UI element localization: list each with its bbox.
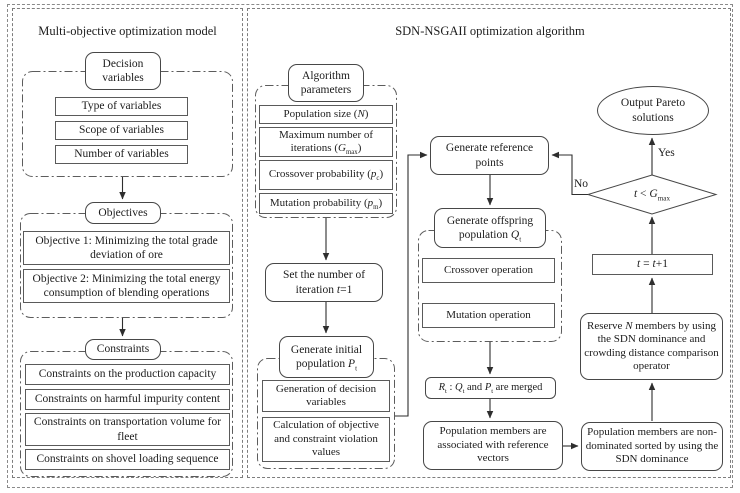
initial-group-item: Generation of decision variables — [262, 380, 390, 412]
associate-reference-vectors-box: Population members are associated with r… — [423, 421, 563, 470]
left-panel-title: Multi-objective optimization model — [38, 24, 217, 38]
crossover-probability-box: Crossover probability (pc) — [259, 160, 393, 190]
max-iterations-box: Maximum number of iterations (Gmax) — [259, 127, 393, 157]
generate-offspring-header: Generate offspring population Qt — [434, 208, 546, 248]
constraint-item: Constraints on harmful impurity content — [25, 389, 230, 410]
connector-diamond-to-reference-no — [551, 151, 588, 196]
objectives-header: Objectives — [85, 202, 161, 224]
outer-border — [7, 4, 733, 488]
non-dominated-sort-box: Population members are non-dominated sor… — [581, 422, 723, 471]
set-iteration-box: Set the number of iteration t=1 — [265, 263, 383, 302]
decision-item: Scope of variables — [55, 121, 188, 140]
generate-initial-population-header: Generate initial population Pt — [279, 336, 374, 378]
right-panel-title: SDN-NSGAII optimization algorithm — [395, 24, 585, 38]
left-panel-border — [12, 8, 243, 478]
objective-item: Objective 2: Minimizing the total energy… — [23, 269, 230, 303]
objective-item: Objective 1: Minimizing the total grade … — [23, 231, 230, 265]
offspring-group-border — [418, 230, 562, 342]
initial-group-item: Calculation of objective and constraint … — [262, 417, 390, 462]
initial-group-border — [257, 358, 395, 469]
condition-diamond — [586, 174, 718, 215]
increment-iteration-box: t = t+1 — [592, 254, 713, 275]
population-size-box: Population size (N) — [259, 105, 393, 124]
output-pareto-terminator: Output Pareto solutions — [597, 86, 709, 135]
decision-item: Number of variables — [55, 145, 188, 164]
algorithm-parameters-header: Algorithm parameters — [288, 64, 364, 102]
decision-variables-header: Decision variables — [85, 52, 161, 90]
constraint-item: Constraints on transportation volume for… — [25, 413, 230, 446]
yes-branch-label: Yes — [658, 147, 675, 159]
offspring-group-item: Crossover operation — [422, 258, 555, 283]
condition-label: t < Gmax — [633, 188, 671, 203]
right-panel-border — [247, 8, 731, 478]
offspring-group-item: Mutation operation — [422, 303, 555, 328]
constraints-header: Constraints — [85, 339, 161, 360]
constraint-item: Constraints on shovel loading sequence — [25, 449, 230, 470]
decision-group-border — [22, 71, 233, 177]
connector-initial-to-reference — [395, 151, 428, 417]
decision-item: Type of variables — [55, 97, 188, 116]
constraint-item: Constraints on the production capacity — [25, 364, 230, 385]
generate-reference-points-box: Generate reference points — [430, 136, 549, 175]
no-branch-label: No — [574, 178, 589, 190]
reserve-members-box: Reserve N members by using the SDN domin… — [580, 313, 723, 380]
mutation-probability-box: Mutation probability (pm) — [259, 193, 393, 214]
merge-populations-box: Rt : Qt and Pt are merged — [425, 377, 556, 399]
